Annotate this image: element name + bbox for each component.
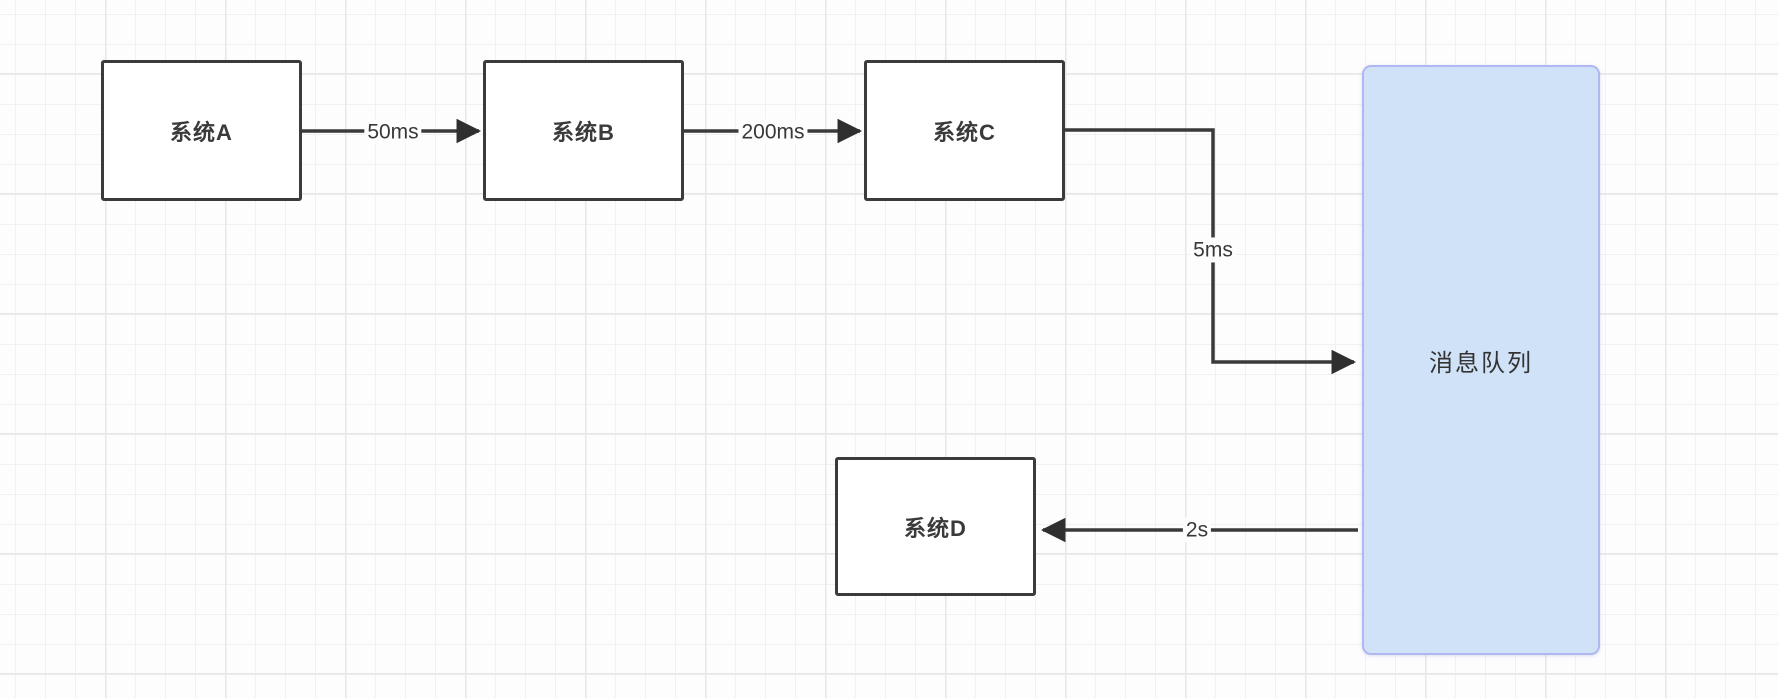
node-system-b-label: 系统B <box>552 119 615 145</box>
node-message-queue-label: 消息队列 <box>1429 349 1533 377</box>
node-system-d-label: 系统D <box>904 515 967 541</box>
edge-label-c-to-queue: 5ms <box>1190 237 1236 263</box>
edge-label-a-to-b: 50ms <box>364 119 422 145</box>
node-message-queue[interactable]: 消息队列 <box>1362 65 1600 655</box>
edge-label-queue-to-d: 2s <box>1182 517 1212 543</box>
node-system-c-label: 系统C <box>933 119 996 145</box>
node-system-d[interactable]: 系统D <box>835 457 1036 596</box>
node-system-a-label: 系统A <box>170 119 233 145</box>
node-system-a[interactable]: 系统A <box>101 60 302 201</box>
node-system-c[interactable]: 系统C <box>864 60 1065 201</box>
node-system-b[interactable]: 系统B <box>483 60 684 201</box>
edge-label-b-to-c: 200ms <box>738 119 808 145</box>
